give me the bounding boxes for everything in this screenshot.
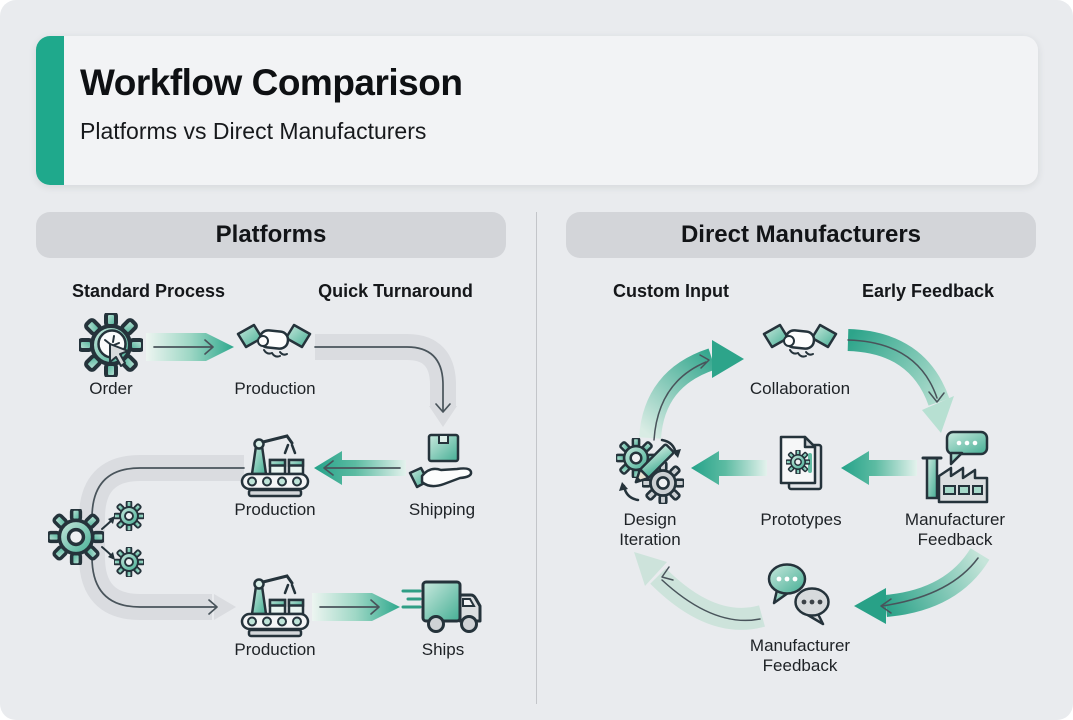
arrow-chat-to-design-iteration — [634, 552, 765, 630]
arrow-collaboration-to-feedback — [847, 329, 954, 433]
node-label-production-3: Production — [234, 640, 316, 659]
custom-input-label: Custom Input — [613, 281, 729, 301]
gears-pencil-icon — [614, 434, 686, 506]
factory-chat-icon — [919, 430, 991, 504]
arrow-prototypes-to-design — [691, 451, 767, 485]
hand-box-icon — [408, 431, 476, 499]
documents-gear-icon — [769, 431, 833, 501]
page-subtitle: Platforms vs Direct Manufacturers — [80, 118, 427, 144]
column-divider — [536, 212, 537, 704]
node-label-ships: Ships — [421, 640, 465, 659]
node-label-order: Order — [89, 379, 133, 398]
quick-turnaround-label: Quick Turnaround — [318, 281, 473, 301]
direct-manufacturers-column-header: Direct Manufacturers — [566, 212, 1036, 258]
platforms-column-header: Platforms — [36, 212, 506, 258]
arrow-feedback-to-prototypes — [841, 451, 917, 485]
accent-bar — [36, 36, 64, 185]
arrow-feedback-to-chat — [854, 547, 990, 624]
node-label-design-iteration: Design Iteration — [619, 510, 681, 550]
node-label-manufacturer-feedback-2: Manufacturer Feedback — [749, 636, 851, 676]
conveyor-icon — [237, 431, 313, 499]
standard-process-label: Standard Process — [71, 281, 226, 301]
arrow-order-to-production — [146, 333, 234, 361]
arrow-production-to-shipping-curve — [314, 334, 457, 427]
node-label-prototypes: Prototypes — [760, 510, 842, 529]
chat-bubbles-icon — [762, 560, 838, 630]
node-label-production-2: Production — [234, 500, 316, 519]
handshake-icon — [762, 316, 838, 372]
arrow-shipping-to-production — [314, 451, 406, 485]
node-label-production-1: Production — [234, 379, 316, 398]
truck-icon — [401, 575, 485, 637]
split-gears-icon — [46, 499, 150, 579]
node-label-collaboration: Collaboration — [749, 379, 851, 398]
arrow-up-to-collaboration — [639, 340, 744, 441]
early-feedback-label: Early Feedback — [861, 281, 995, 301]
arrow-production-to-ships — [312, 593, 400, 621]
page-title: Workflow Comparison — [80, 62, 463, 103]
header-card: Workflow Comparison Platforms vs Direct … — [36, 36, 1038, 185]
node-label-manufacturer-feedback-1: Manufacturer Feedback — [904, 510, 1006, 550]
conveyor-icon — [237, 571, 313, 639]
gear-cursor-icon — [79, 313, 143, 377]
handshake-icon — [236, 316, 312, 372]
node-label-shipping: Shipping — [408, 500, 476, 519]
